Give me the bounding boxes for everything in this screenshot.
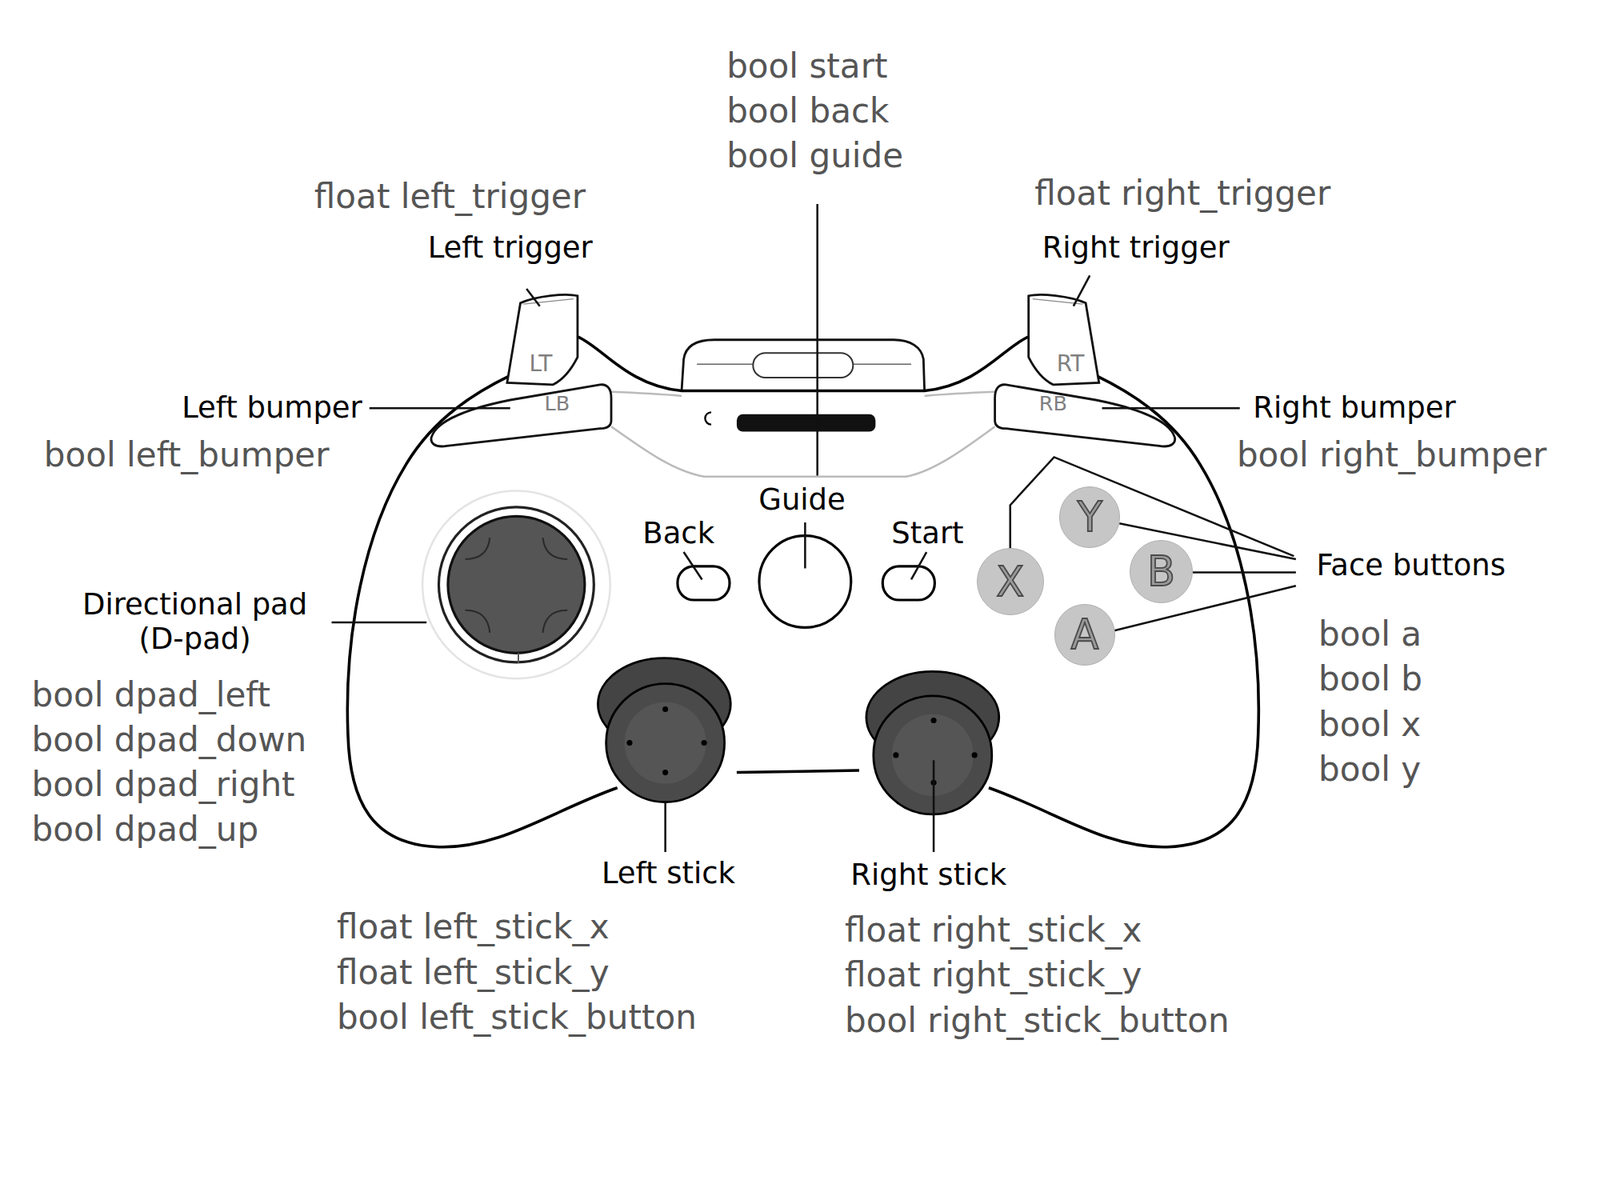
leader-line — [932, 760, 936, 852]
bumper-shape — [995, 384, 1176, 447]
indicator — [704, 412, 876, 432]
dpad-symbol — [438, 507, 594, 663]
trigger-shape — [1028, 294, 1100, 384]
dpad-symbol — [422, 491, 611, 680]
dpad-symbol — [517, 652, 520, 664]
top-center-piece — [752, 352, 853, 378]
dpad-symbol — [448, 516, 585, 653]
face-button: A — [1054, 604, 1116, 666]
center-button — [882, 566, 935, 600]
trigger-shape — [523, 299, 574, 304]
right-stick-symbol — [931, 717, 937, 724]
right-stick-symbol — [892, 752, 899, 758]
signal-name: bool back — [726, 92, 889, 131]
face-button: Y — [1059, 486, 1121, 548]
button-letter: X — [996, 561, 1024, 603]
shoulder-letter: RB — [1039, 393, 1068, 415]
button-letter: Y — [1077, 496, 1103, 538]
signal-name: bool guide — [726, 136, 904, 176]
shoulder-detail — [611, 426, 996, 477]
top-center-piece — [681, 340, 925, 392]
left-stick-symbol — [626, 740, 632, 746]
face-button: X — [976, 548, 1044, 616]
leader-line — [1192, 571, 1296, 574]
left-stick-symbol — [701, 740, 708, 746]
signal-name: bool y — [1318, 750, 1421, 789]
part-name: Right stick — [850, 858, 1007, 893]
left-stick-symbol — [662, 769, 668, 776]
center-button — [677, 566, 730, 600]
signal-name: float left_stick_x — [336, 908, 610, 947]
part-name: Face buttons — [1316, 548, 1506, 583]
shoulder-detail — [924, 392, 996, 396]
signal-name: bool dpad_left — [32, 675, 271, 714]
dpad-symbol — [465, 537, 568, 633]
signal-name: bool start — [726, 47, 888, 86]
signal-name: float right_stick_y — [844, 956, 1142, 995]
bumper-label: LB — [542, 392, 573, 416]
leader-line — [684, 552, 703, 580]
shoulder-letter: LT — [529, 352, 553, 376]
left-stick-symbol — [606, 684, 725, 803]
bumper-shape — [431, 384, 612, 447]
leader-line — [369, 407, 511, 410]
leader-line — [804, 522, 807, 568]
face-button: B — [1129, 540, 1193, 604]
controller-body — [736, 770, 860, 773]
left-stick-symbol — [624, 702, 707, 784]
controller-body — [347, 336, 1259, 848]
button-letter: A — [1070, 614, 1099, 656]
dpad-symbol — [422, 491, 611, 680]
signal-name: bool b — [1318, 660, 1423, 699]
signal-name: bool left_stick_button — [336, 997, 697, 1036]
signal-name: float right_trigger — [1034, 174, 1331, 213]
part-name: Right bumper — [1252, 391, 1456, 426]
part-name: Left stick — [601, 856, 736, 892]
trigger-label: LT — [527, 351, 556, 377]
part-name: Start — [891, 516, 964, 552]
signal-name: bool right_bumper — [1236, 436, 1547, 475]
bumper-shape — [431, 384, 1176, 447]
leader-line — [526, 288, 540, 307]
leader-line — [816, 204, 819, 476]
left-stick-symbol — [662, 706, 668, 712]
signal-name: bool dpad_up — [32, 810, 260, 849]
part-name: Guide — [758, 483, 846, 518]
signal-name: bool right_stick_button — [844, 1000, 1230, 1040]
indicator — [736, 414, 876, 432]
leader-line — [664, 802, 667, 853]
trigger-shape — [507, 294, 578, 384]
signal-name: bool a — [1318, 615, 1422, 654]
signal-name: bool x — [1318, 704, 1421, 744]
signal-name: bool dpad_right — [32, 765, 296, 804]
signal-name: float left_trigger — [314, 177, 586, 216]
part-name: Directional pad (D-pad) — [67, 588, 324, 657]
shoulder-letter: LB — [544, 393, 571, 415]
trigger-shape — [507, 294, 1100, 384]
leader-line — [1102, 407, 1240, 410]
shoulder-detail — [611, 392, 682, 396]
part-name: Right trigger — [1042, 231, 1230, 266]
trigger-label: RT — [1054, 351, 1088, 377]
controller-body — [347, 336, 1259, 848]
signal-name: bool left_bumper — [44, 436, 330, 475]
button-letter: B — [1147, 551, 1176, 592]
leader-line — [911, 552, 927, 580]
part-name: Left trigger — [428, 231, 593, 266]
signal-name: bool dpad_down — [32, 720, 308, 760]
part-name: Back — [642, 516, 715, 552]
leader-line — [332, 621, 428, 624]
part-name: Left bumper — [181, 391, 363, 426]
signal-name: float right_stick_x — [844, 911, 1142, 950]
left-stick-symbol — [597, 658, 731, 803]
leader-line — [1073, 275, 1090, 306]
top-center-piece — [681, 340, 925, 392]
right-stick-symbol — [972, 752, 978, 758]
shoulder-detail — [611, 392, 996, 477]
leader-line — [332, 204, 1296, 852]
shoulder-letter: RT — [1056, 352, 1085, 376]
bumper-label: RB — [1036, 392, 1070, 416]
indicator — [704, 412, 712, 424]
signal-name: float left_stick_y — [336, 952, 610, 992]
